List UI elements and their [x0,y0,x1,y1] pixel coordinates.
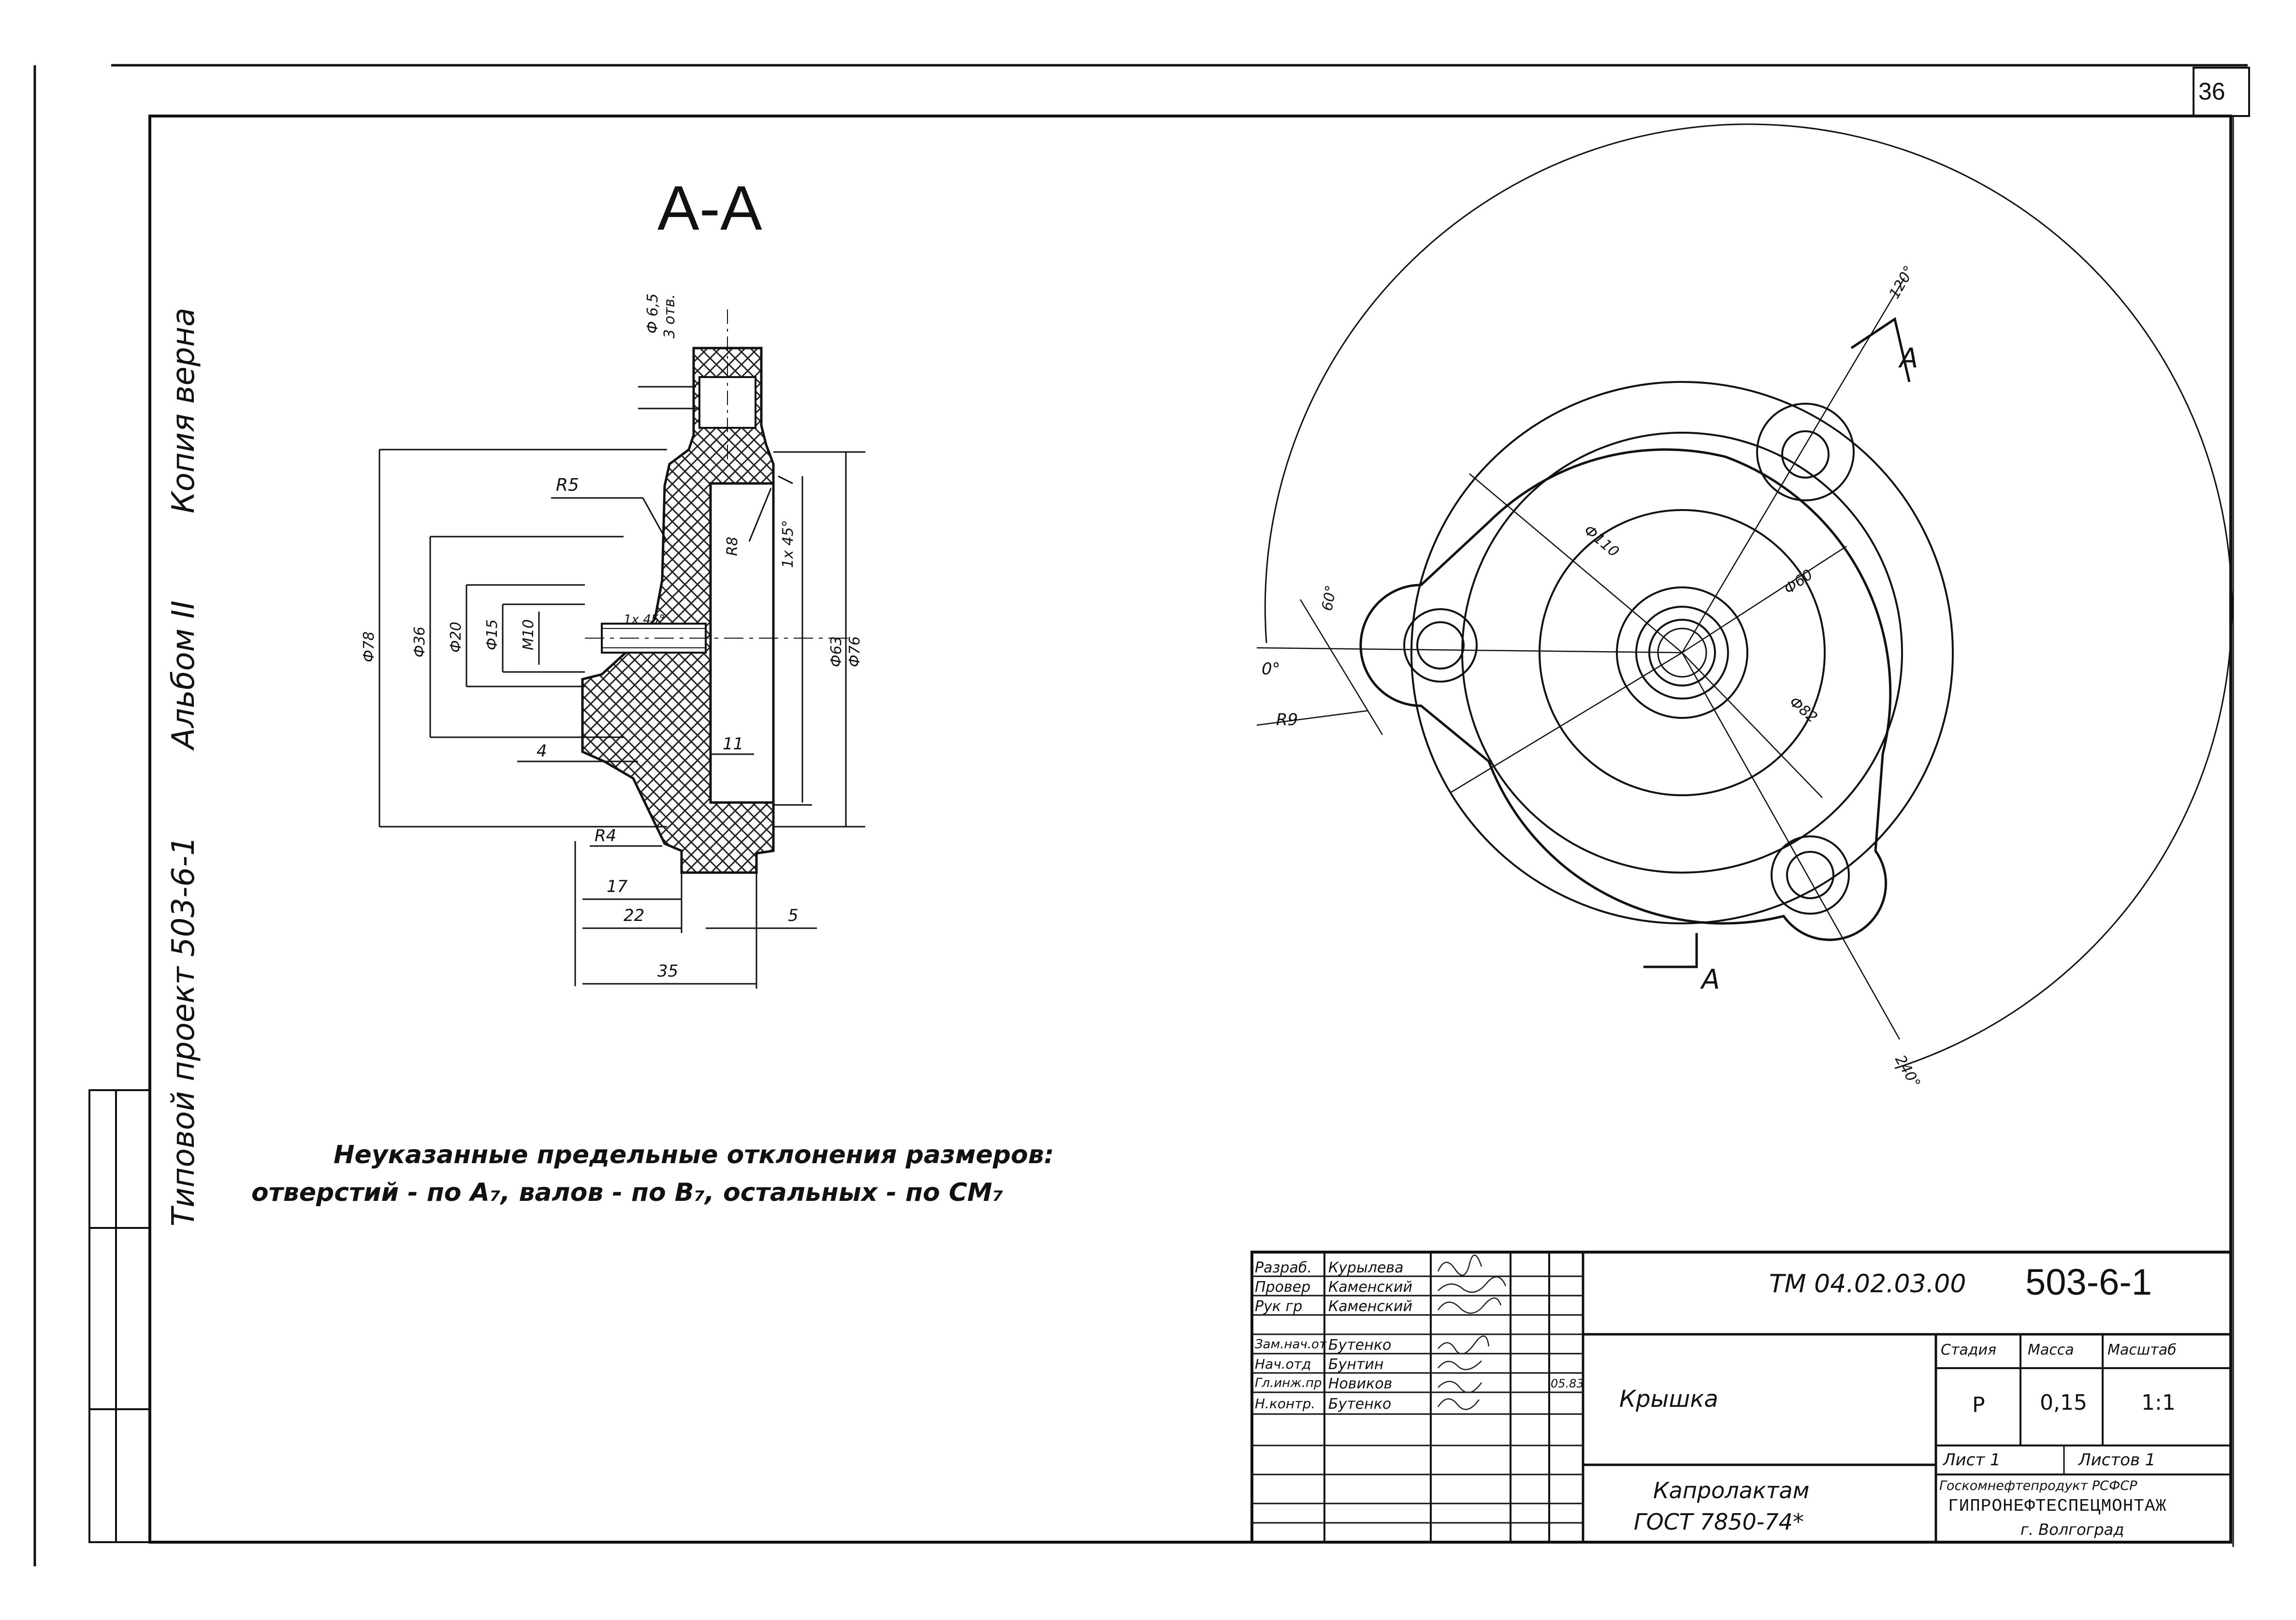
angle-120: 120° [1886,263,1918,302]
name-2: Каменский [1328,1298,1412,1315]
name-5: Новиков [1328,1375,1393,1392]
name-6: Бутенко [1328,1396,1392,1413]
dim-r8: R8 [724,537,741,556]
project-code: 503-6-1 [2025,1262,2152,1303]
part-name: Крышка [1619,1386,1718,1413]
dim-4: 4 [537,742,547,761]
dim-d20: Ф20 [448,622,465,653]
role-1: Провер [1255,1279,1311,1296]
plan-dimension-labels: 120° 0° 240° 60° R9 Ф110 Ф60 Ф82 А А [1262,263,1924,1091]
section-dimension-labels: Ф 6,5 3 отв. R5 R8 1х 45° Ф78 Ф36 Ф20 Ф1… [361,293,863,981]
dim-d110: Ф110 [1581,522,1622,560]
margin-copy-certified: Копия верна [166,307,202,514]
angle-60: 60° [1319,584,1340,612]
margin-album: Альбом II [166,600,202,749]
scale-header: Масштаб [2107,1342,2177,1358]
org-line-2: ГИПРОНЕФТЕСПЕЦМОНТАЖ [1948,1496,2167,1516]
name-0: Курылева [1328,1259,1404,1276]
margin-stamp-boxes [88,1089,151,1543]
section-view [378,309,865,989]
name-4: Бунтин [1328,1356,1384,1373]
dim-m10: М10 [520,619,537,650]
dim-d78: Ф78 [361,631,378,662]
dim-r5: R5 [556,475,579,495]
org-line-1: Госкомнефтепродукт РСФСР [1939,1478,2137,1493]
cut-label-bottom: А [1700,964,1720,995]
angle-240: 240° [1891,1052,1923,1091]
section-title: А-А [657,173,762,243]
flange-outline [1359,448,1892,941]
role-5: Гл.инж.пр [1255,1376,1322,1390]
dim-35: 35 [657,962,678,981]
cut-label-top: А [1898,343,1918,374]
dim-chamfer-inner: 1х 45° [624,613,665,627]
scale-value: 1:1 [2141,1390,2176,1415]
dim-r4: R4 [595,826,616,846]
name-1: Каменский [1328,1279,1412,1296]
angle-0: 0° [1262,659,1280,679]
title-block-grid [1250,1251,2232,1544]
material-line-2: ГОСТ 7850-74* [1634,1509,1804,1535]
dim-22: 22 [624,906,644,925]
role-3: Зам.нач.от [1255,1337,1327,1352]
stage-value: Р [1972,1393,1985,1417]
sheets-label: Листов 1 [2078,1450,2156,1470]
page-number: 36 [2198,78,2225,105]
plan-view [1256,123,2233,1069]
margin-text: Типовой проект 503-6-1 Альбом II Копия в… [166,66,202,1226]
dim-d36: Ф36 [411,627,428,657]
role-0: Разраб. [1255,1259,1312,1276]
role-4: Нач.отд [1255,1356,1311,1372]
material-line-1: Капролактам [1653,1477,1810,1503]
mass-value: 0,15 [2040,1390,2087,1415]
dim-holes: 3 отв. [661,294,678,338]
dim-d76: Ф76 [846,636,863,667]
sheet-frame [33,64,2250,1566]
dim-17: 17 [607,877,628,896]
mass-header: Масса [2028,1342,2074,1358]
dim-d63: Ф63 [828,636,845,667]
dim-r9: R9 [1276,710,1298,730]
org-city: г. Волгоград [2020,1520,2124,1539]
dim-11: 11 [723,734,743,754]
notes-line-2: отверстий - по А₇, валов - по В₇, осталь… [251,1178,1003,1207]
role-6: Н.контр. [1255,1396,1316,1412]
role-2: Рук гр [1255,1298,1303,1315]
sheet-label: Лист 1 [1943,1450,2001,1470]
dim-d15: Ф15 [484,619,501,650]
margin-project-code: Типовой проект 503-6-1 [166,836,202,1226]
dim-5: 5 [788,906,799,925]
stage-header: Стадия [1941,1342,1997,1358]
name-3: Бутенко [1328,1337,1392,1354]
notes-line-1: Неуказанные предельные отклонения размер… [334,1140,1054,1169]
dim-d6-5: Ф 6,5 [644,293,661,334]
date-5: 05.83 [1551,1377,1584,1390]
doc-code: ТМ 04.02.03.00 [1769,1270,1966,1299]
signatures [1437,1254,1507,1410]
dim-d82: Ф82 [1786,693,1821,726]
tolerance-notes: Неуказанные предельные отклонения размер… [251,1136,1054,1211]
dim-chamfer-top: 1х 45° [780,520,797,568]
